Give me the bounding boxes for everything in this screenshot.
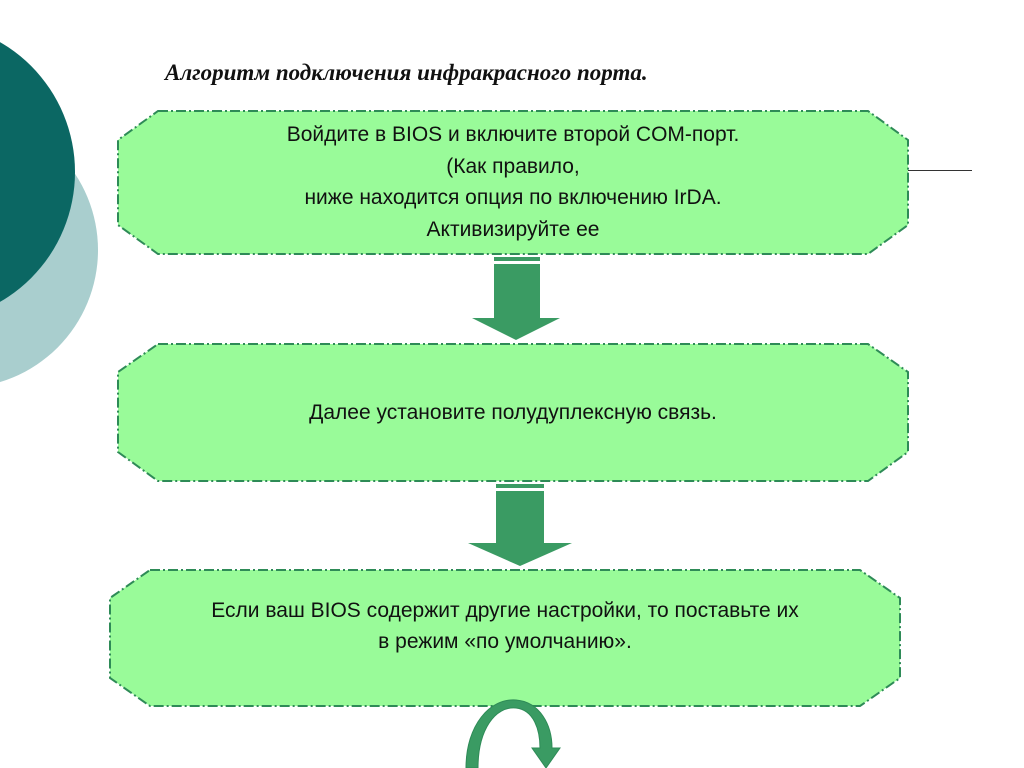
curved-arrow-icon [465,699,561,768]
step-1-line: Войдите в BIOS и включите второй COM-пор… [286,123,740,146]
decorative-circles [0,42,98,383]
step-1-box [117,110,909,255]
step-3-line: в режим «по умолчанию». [378,630,632,653]
step-3-box [109,569,901,707]
step-2-box [117,343,909,482]
step-2-text: Далее установите полудуплексную связь. [140,350,886,476]
arrow-down-icon [468,484,572,566]
step-3-line: Если ваш BIOS содержит другие настройки,… [211,598,799,622]
step-3-text: Если ваш BIOS содержит другие настройки,… [130,576,880,702]
step-1-line: ниже находится опция по включению IrDA. [304,186,722,209]
step-1-text: Войдите в BIOS и включите второй COM-пор… [140,118,886,246]
step-2-line: Далее установите полудуплексную связь. [309,401,717,425]
page-title: Алгоритм подключения инфракрасного порта… [165,60,648,85]
arrow-down-icon [472,257,560,340]
step-1-line: (Как правило, [446,154,580,178]
dark-circle-shape [0,42,75,302]
step-1-line: Активизируйте ее [426,217,600,241]
divider-line [908,170,972,171]
